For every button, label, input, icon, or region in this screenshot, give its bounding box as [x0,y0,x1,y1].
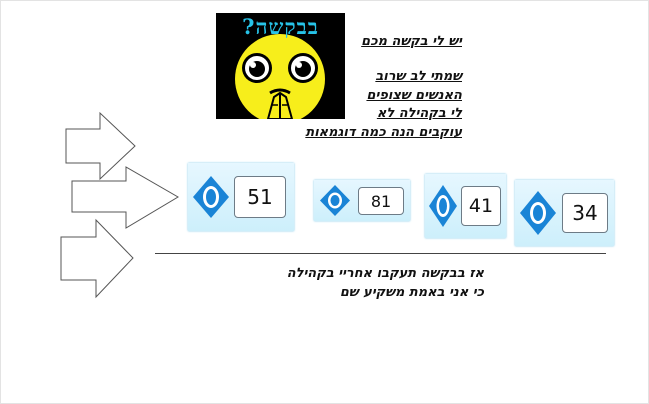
footer-line-2: כי אני באמת משקיע שם [339,285,484,300]
eye-icon [520,191,556,235]
eye-icon [193,176,229,218]
note-line-2: שמתי לב שרוב [375,69,462,84]
view-badge-1: 51 [188,163,294,231]
pleading-smiley-image: ?בבקשה [216,13,345,119]
view-badge-4: 34 [515,180,614,246]
divider-line [155,253,606,254]
footer-line-1: אז בבקשה תעקבו אחריי בקהילה [286,266,484,281]
eye-icon [429,185,457,227]
right-arrow-icon [71,166,179,229]
right-arrow-icon [60,218,134,299]
emoji-title: ?בבקשה [242,14,319,39]
view-badge-3: 41 [425,174,506,238]
view-count: 41 [461,186,501,226]
view-count: 51 [234,176,286,218]
view-count: 34 [562,193,608,233]
right-arrow-icon [65,111,136,181]
note-line-3: האנשים שצופים [366,88,462,103]
eye-icon [320,185,350,216]
view-count: 81 [358,187,404,215]
view-badge-2: 81 [314,180,410,221]
pleading-smiley-icon [235,34,325,119]
note-line-5: עוקבים הנה כמה דוגמאות [305,125,462,140]
note-line-1: יש לי בקשה מכם [361,34,462,49]
note-line-4: לי בקהילה לא [376,106,462,121]
